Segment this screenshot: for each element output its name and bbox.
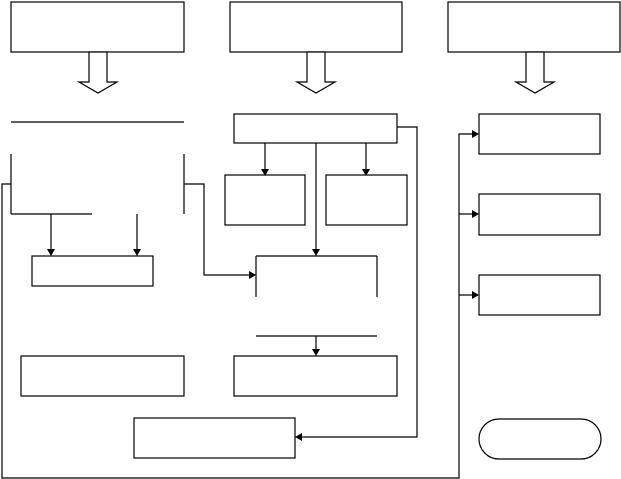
block-arrow-left (76, 51, 120, 94)
wire-left-loop (1, 133, 473, 479)
arrowhead-right-3 (472, 291, 479, 299)
right-box-2 (478, 193, 601, 236)
right-box-3 (478, 274, 601, 316)
terminator (478, 418, 602, 460)
open-box-left (10, 121, 185, 215)
left-result-box (31, 255, 154, 287)
arrowhead-result-1 (47, 249, 55, 256)
bottom-box-merge (133, 417, 296, 459)
open-box-center (255, 255, 378, 337)
arrowhead-open-center (312, 249, 320, 256)
arrowhead-small-b (362, 169, 370, 176)
block-arrow-center (294, 51, 338, 94)
process-box-center (233, 113, 398, 144)
top-box-left (10, 1, 185, 53)
top-box-center (229, 1, 403, 53)
arrowhead-open-center-left (249, 271, 256, 279)
arrowhead-result-2 (133, 249, 141, 256)
small-box-a (224, 174, 306, 226)
bottom-box-center (233, 355, 398, 397)
right-box-1 (478, 113, 601, 155)
block-arrow-right (513, 51, 557, 94)
arrowhead-right-1 (472, 130, 479, 138)
arrowhead-bottom-center (312, 349, 320, 356)
wire-open-left-to-open-center (184, 183, 250, 276)
top-box-right (447, 1, 621, 53)
arrowhead-small-a (261, 169, 269, 176)
arrowhead-right-2 (472, 210, 479, 218)
wire-process-to-merge (301, 126, 418, 438)
arrowhead-merge (295, 433, 302, 441)
bottom-box-left (20, 355, 185, 397)
small-box-b (325, 174, 408, 226)
